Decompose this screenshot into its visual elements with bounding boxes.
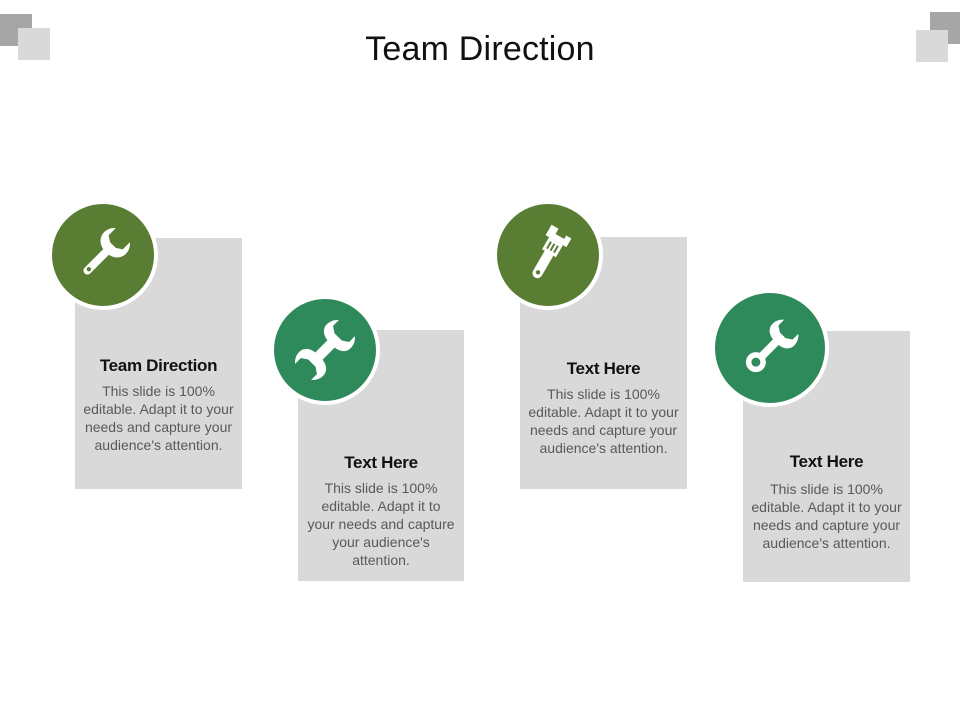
card-heading: Team Direction: [99, 356, 218, 375]
corner-decoration-top-right-light: [916, 30, 948, 62]
ring-wrench-icon-badge: [711, 289, 829, 407]
card-body: This slide is 100% editable. Adapt it to…: [307, 480, 455, 568]
wrench-icon-badge: [48, 200, 158, 310]
double-wrench-icon: [295, 320, 355, 380]
card-heading: Text Here: [344, 453, 418, 472]
corner-decoration-top-left-light: [18, 28, 50, 60]
adjustable-wrench-icon: [532, 224, 572, 279]
card-body: This slide is 100% editable. Adapt it to…: [751, 481, 902, 551]
double-wrench-icon-badge: [270, 295, 380, 405]
card-body: This slide is 100% editable. Adapt it to…: [528, 386, 679, 456]
slide-title: Team Direction: [365, 30, 595, 68]
card-heading: Text Here: [789, 452, 864, 471]
card-heading: Text Here: [566, 359, 641, 378]
ring-wrench-icon: [745, 319, 799, 373]
card-body: This slide is 100% editable. Adapt it to…: [83, 383, 234, 453]
adjustable-wrench-icon-badge: [493, 200, 603, 310]
wrench-icon: [83, 228, 130, 275]
